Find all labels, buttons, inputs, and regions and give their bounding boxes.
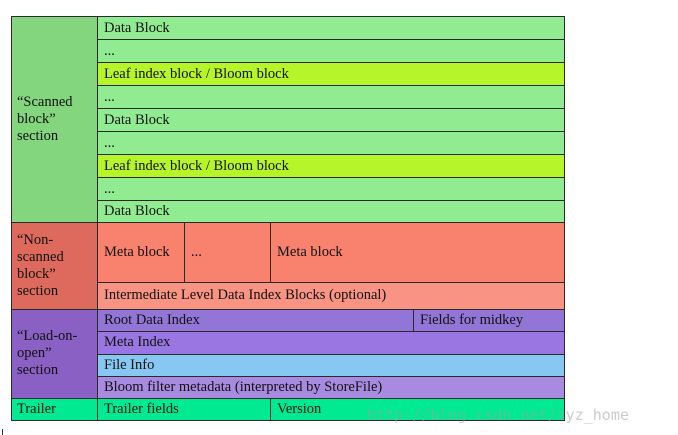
data-block-row: Data Block [96, 108, 566, 133]
scanned-section-label: “Scanned block” section [11, 15, 98, 224]
meta-block-cell: Meta block [97, 222, 185, 283]
bloom-filter-metadata-row: Bloom filter metadata (interpreted by St… [96, 375, 566, 399]
data-block-row: Data Block [96, 15, 566, 41]
root-data-index-cell: Root Data Index [97, 308, 414, 332]
trailer-section-label: Trailer [11, 397, 98, 422]
load-on-open-section-label: “Load-on-open” section [11, 308, 98, 399]
data-block-row: Data Block [96, 200, 566, 224]
ellipsis-row: ... [96, 131, 566, 156]
intermediate-index-blocks-row: Intermediate Level Data Index Blocks (op… [96, 281, 566, 310]
leaf-index-bloom-block-row: Leaf index block / Bloom block [96, 62, 566, 87]
ellipsis-row: ... [96, 39, 566, 64]
ellipsis-row: ... [96, 177, 566, 202]
meta-ellipsis-cell: ... [184, 222, 271, 283]
leaf-index-bloom-block-row: Leaf index block / Bloom block [96, 154, 566, 179]
non-scanned-section-label: “Non-scanned block” section [11, 222, 98, 310]
fields-for-midkey-cell: Fields for midkey [412, 308, 566, 332]
ellipsis-row: ... [96, 85, 566, 110]
hfile-structure-diagram: “Scanned block” section Data Block ... L… [11, 15, 566, 422]
edge-mark [2, 429, 3, 435]
watermark: http://blog.csdn.net/zyz_home [367, 406, 629, 424]
version-cell: Version [269, 397, 566, 422]
file-info-row: File Info [96, 353, 566, 377]
meta-index-row: Meta Index [96, 330, 566, 355]
meta-block-cell: Meta block [269, 222, 566, 283]
trailer-fields-cell: Trailer fields [97, 397, 271, 422]
